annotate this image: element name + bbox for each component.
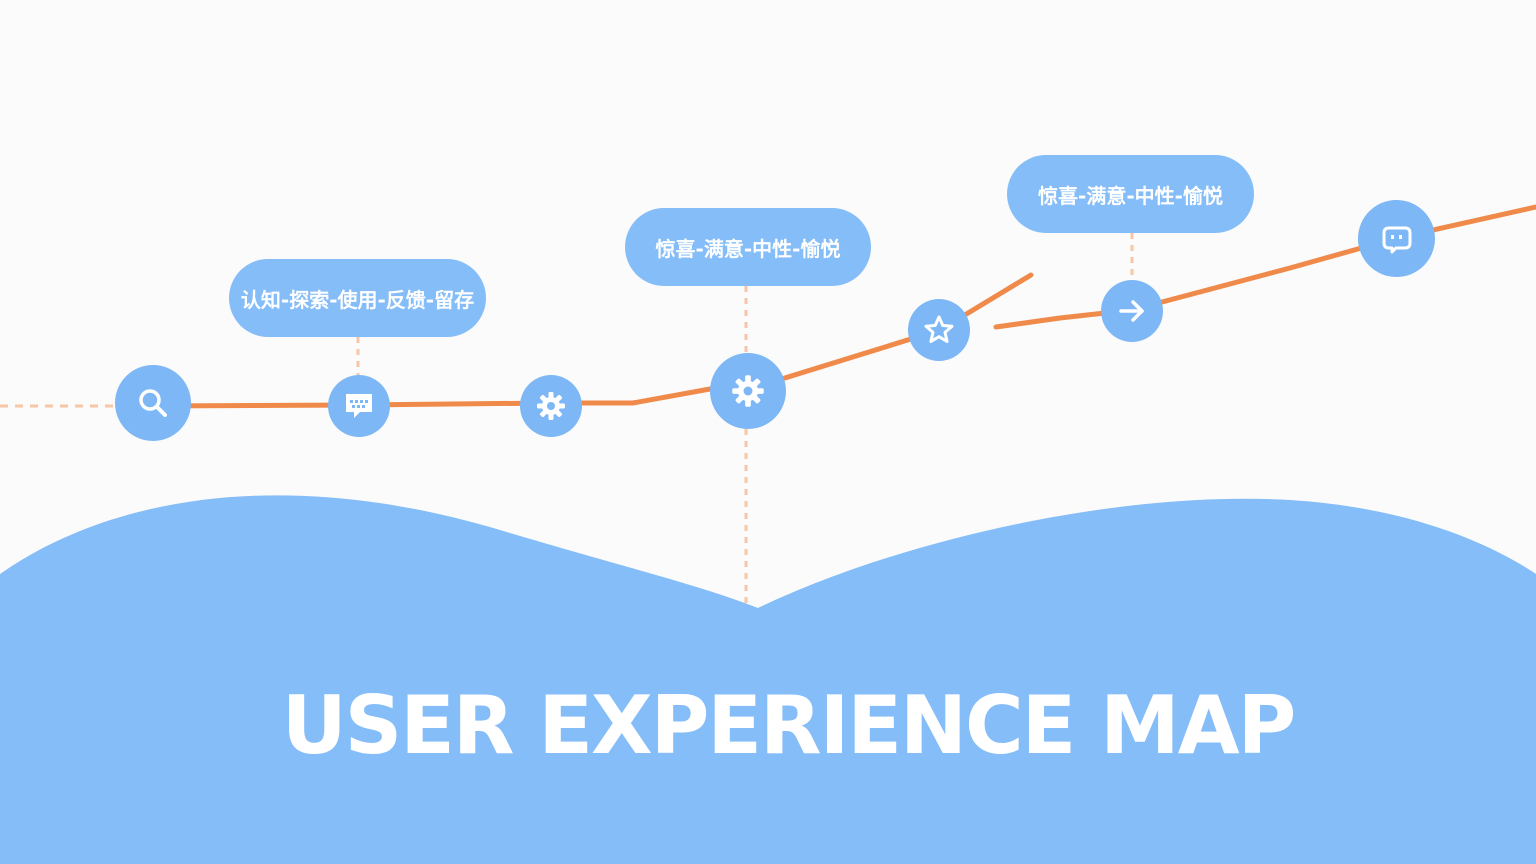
journey-node-gear-large[interactable] xyxy=(710,353,786,429)
bottom-wave-shape xyxy=(0,495,1536,864)
journey-node-gear-small[interactable] xyxy=(520,375,582,437)
callout-label-1: 认知-探索-使用-反馈-留存 xyxy=(240,287,475,312)
page-title: USER EXPERIENCE MAP xyxy=(281,679,1297,772)
callout-bubble-2: 惊喜-满意-中性-愉悦 xyxy=(625,208,871,286)
star-icon xyxy=(924,315,954,343)
callout-label-2: 惊喜-满意-中性-愉悦 xyxy=(655,236,841,261)
chat-icon xyxy=(346,394,372,418)
callout-label-3: 惊喜-满意-中性-愉悦 xyxy=(1038,183,1223,208)
bot-icon xyxy=(1382,226,1411,253)
callout-bubble-1: 认知-探索-使用-反馈-留存 xyxy=(229,259,486,337)
journey-node-star[interactable] xyxy=(908,299,970,361)
journey-node-search[interactable] xyxy=(115,365,191,441)
journey-node-arrow[interactable] xyxy=(1101,280,1163,342)
gear-icon xyxy=(732,375,764,407)
search-icon xyxy=(139,389,167,417)
journey-node-bot[interactable] xyxy=(1358,200,1435,277)
arrow-right-icon xyxy=(1119,300,1144,322)
journey-node-chat[interactable] xyxy=(328,375,390,437)
journey-line-segment-1 xyxy=(150,272,1034,409)
callout-bubble-3: 惊喜-满意-中性-愉悦 xyxy=(1007,155,1254,233)
gear-icon xyxy=(537,392,565,420)
